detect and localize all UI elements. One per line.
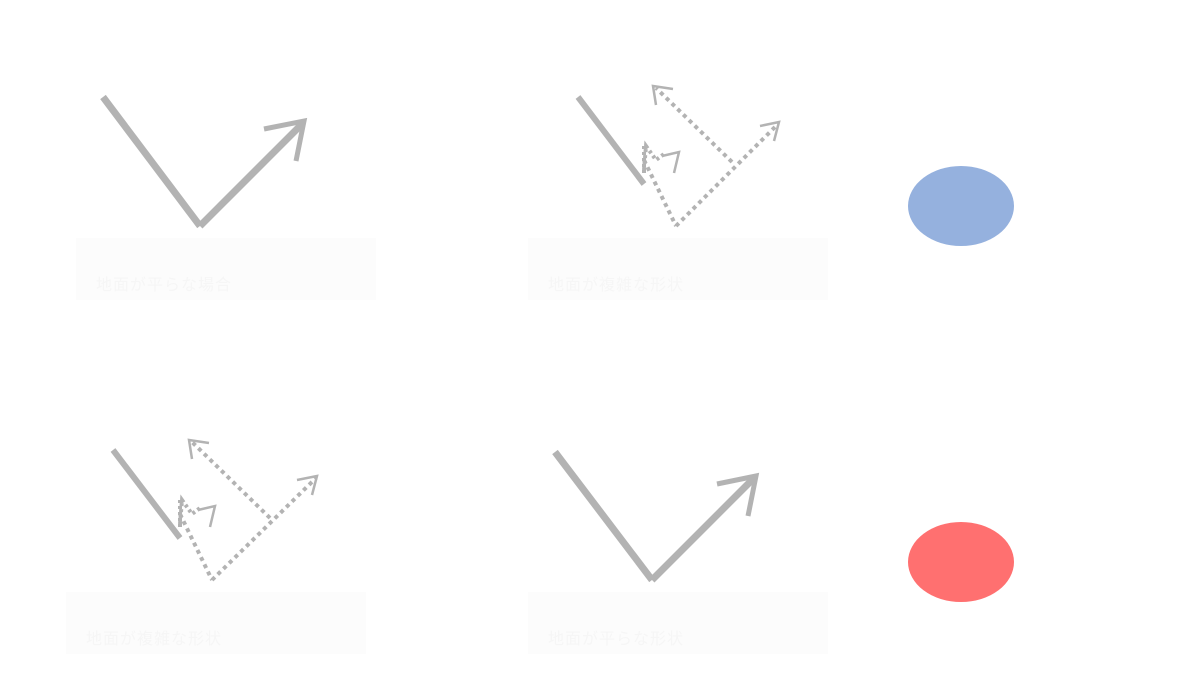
red-dot bbox=[908, 522, 1014, 602]
scatter-ray-right bbox=[210, 476, 318, 582]
arrow-head bbox=[651, 84, 674, 106]
scatter-ray-down bbox=[178, 513, 214, 581]
diagram-complex-reflection-top bbox=[575, 84, 781, 228]
arrow-head bbox=[263, 117, 308, 162]
diagram-flat-reflection-bottom bbox=[552, 449, 760, 583]
arrow-head bbox=[759, 120, 781, 142]
caption-label: 地面が複雑な形状 bbox=[548, 275, 685, 294]
reflected-ray bbox=[197, 121, 305, 229]
caption-label: 地面が平らな形状 bbox=[548, 629, 685, 648]
caption-panel-bottom-right: 地面が平らな形状 bbox=[528, 592, 828, 654]
caption-panel-top-left: 地面が平らな場合 bbox=[76, 238, 376, 300]
scatter-ray-right bbox=[674, 122, 780, 228]
caption-panel-top-right: 地面が複雑な形状 bbox=[528, 238, 828, 300]
diagram-flat-reflection-top bbox=[100, 94, 308, 229]
small-scatter bbox=[642, 140, 666, 171]
small-scatter-head bbox=[197, 504, 217, 528]
arrow-head bbox=[716, 472, 760, 517]
reflected-ray bbox=[649, 475, 757, 583]
incident-ray bbox=[575, 95, 647, 186]
small-scatter-head bbox=[661, 150, 681, 174]
scatter-ray-down bbox=[642, 159, 678, 227]
blue-dot bbox=[908, 166, 1014, 246]
diagram-complex-reflection-bottom bbox=[110, 438, 319, 582]
incident-ray bbox=[100, 94, 203, 229]
arrow-head bbox=[296, 474, 319, 496]
scatter-ray-back bbox=[190, 440, 272, 520]
caption-panel-bottom-left: 地面が複雑な形状 bbox=[66, 592, 366, 654]
caption-label: 地面が複雑な形状 bbox=[86, 629, 223, 648]
incident-ray bbox=[552, 449, 655, 583]
scatter-ray-back bbox=[654, 86, 734, 164]
arrow-head bbox=[187, 438, 210, 460]
caption-label: 地面が平らな場合 bbox=[96, 275, 233, 294]
small-scatter bbox=[178, 494, 202, 525]
incident-ray bbox=[110, 448, 183, 540]
